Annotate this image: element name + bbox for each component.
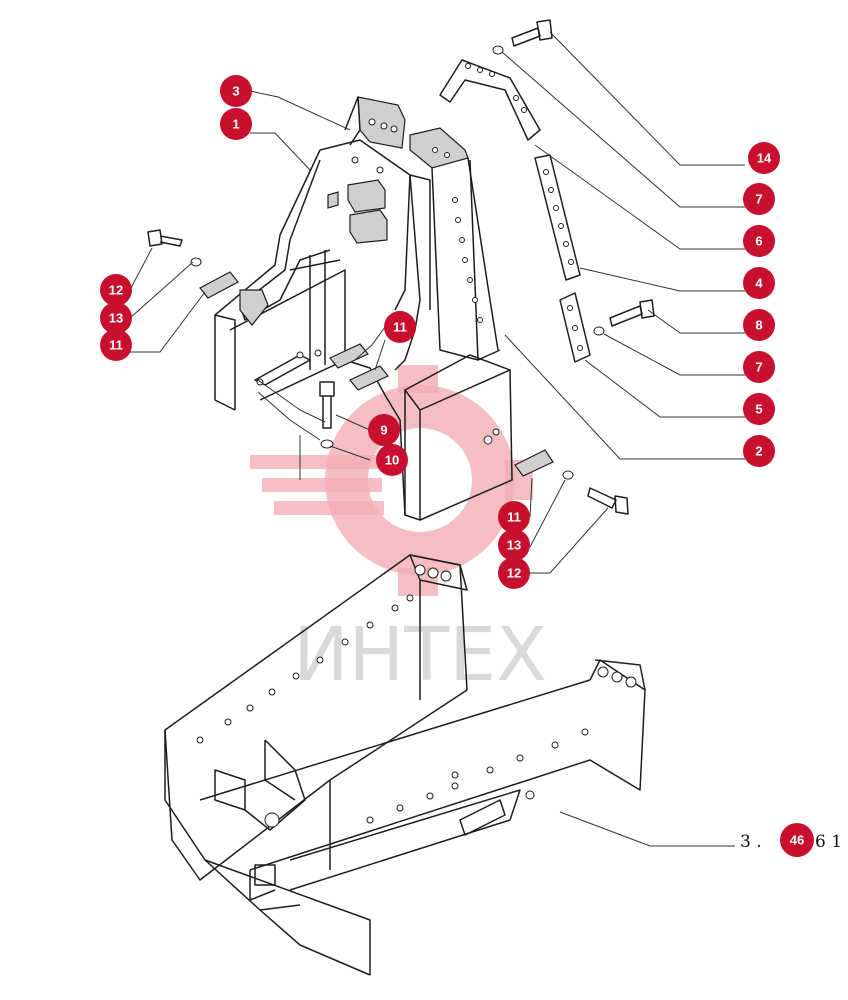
svg-text:3: 3 — [232, 84, 239, 99]
svg-text:12: 12 — [507, 566, 521, 581]
callout-9: 9 — [368, 414, 400, 446]
callout-3: 3 — [220, 75, 252, 107]
callout-8: 8 — [743, 309, 775, 341]
leader-lines — [129, 31, 745, 847]
callout-5: 5 — [743, 393, 775, 425]
svg-text:9: 9 — [380, 423, 387, 438]
adjust-arms — [439, 59, 591, 363]
callout-6: 6 — [743, 225, 775, 257]
spacer-plates — [199, 271, 554, 477]
callout-11-low: 11 — [498, 501, 530, 533]
svg-text:7: 7 — [755, 192, 762, 207]
callout-12-low: 12 — [498, 557, 530, 589]
bolts — [147, 19, 655, 515]
svg-text:8: 8 — [755, 318, 762, 333]
frame-holes — [196, 594, 589, 824]
callout-12-left: 12 — [100, 274, 132, 306]
callout-2: 2 — [743, 435, 775, 467]
svg-text:1: 1 — [232, 117, 239, 132]
frame-ref-right: 6 1 — [815, 832, 842, 852]
side-box — [404, 127, 513, 521]
svg-text:14: 14 — [757, 151, 772, 166]
svg-text:13: 13 — [507, 538, 521, 553]
watermark-logo — [250, 365, 533, 596]
callout-7-low: 7 — [743, 351, 775, 383]
svg-text:12: 12 — [109, 283, 123, 298]
callout-badges: 3 1 12 13 11 11 9 10 — [100, 75, 780, 589]
bar-holes — [432, 147, 483, 323]
svg-text:5: 5 — [755, 402, 762, 417]
callout-1: 1 — [220, 108, 252, 140]
svg-text:4: 4 — [755, 276, 763, 291]
svg-text:13: 13 — [109, 311, 123, 326]
main-frame — [164, 554, 646, 976]
svg-text:10: 10 — [385, 453, 399, 468]
svg-text:6: 6 — [755, 234, 762, 249]
callout-13-left: 13 — [100, 302, 132, 334]
callout-4: 4 — [743, 267, 775, 299]
svg-text:11: 11 — [507, 510, 521, 525]
frame-ref-badge: 46 — [790, 833, 804, 848]
callout-14: 14 — [748, 142, 780, 174]
callout-7-top: 7 — [743, 183, 775, 215]
callout-13-low: 13 — [498, 529, 530, 561]
callout-11-left: 11 — [100, 329, 132, 361]
svg-text:11: 11 — [109, 338, 123, 353]
callout-10: 10 — [376, 444, 408, 476]
frame-ref-badge-circle — [780, 823, 814, 857]
svg-text:2: 2 — [755, 444, 762, 459]
svg-text:7: 7 — [755, 360, 762, 375]
frame-ref-left: 3 . — [740, 832, 762, 852]
frame-reference: 3 . 46 6 1 — [740, 823, 842, 857]
top-plate — [344, 96, 406, 149]
svg-text:11: 11 — [393, 320, 407, 335]
callout-11-mid: 11 — [384, 311, 416, 343]
